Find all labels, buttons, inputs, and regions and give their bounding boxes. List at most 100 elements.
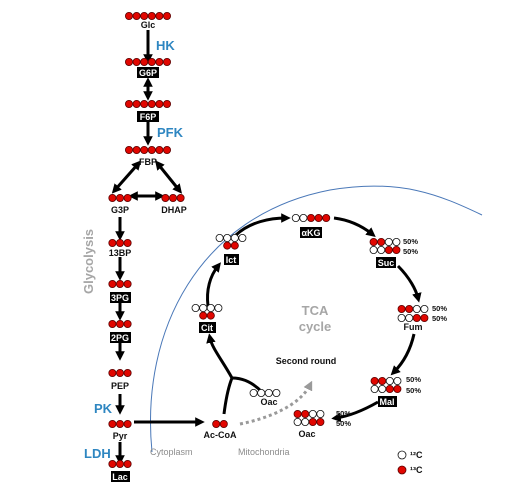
atom-fum_b-3	[420, 313, 429, 322]
atom-cit-11	[206, 311, 215, 320]
glycolysis-label: Glycolysis	[81, 229, 96, 294]
label-3pg: 3PG	[111, 293, 129, 303]
atom-lac-1	[116, 459, 125, 468]
atom-mal_a-1	[378, 376, 387, 385]
atom-glc-0	[125, 11, 134, 20]
atom-g6p-1	[132, 58, 141, 67]
atom-pg2-2	[123, 319, 132, 328]
atom-g3p-1	[116, 193, 125, 202]
atom-f6p-3	[147, 100, 156, 109]
legend-c12-swatch	[397, 450, 407, 460]
atom-mal_a-3	[393, 376, 402, 385]
label-fbp: FBP	[139, 157, 157, 167]
cytoplasm-label: Cytoplasm	[150, 447, 193, 457]
atom-f6p-0	[125, 100, 134, 109]
svg-text:50%: 50%	[406, 386, 421, 395]
atom-cit-10	[199, 311, 208, 320]
label-dhap: DHAP	[161, 205, 187, 215]
atom-g6p-5	[162, 58, 171, 67]
label-cit: Cit	[201, 323, 213, 333]
enzyme-hk: HK	[156, 38, 175, 53]
atom-pg2-0	[108, 319, 117, 328]
atom-g3p-0	[108, 193, 117, 202]
atom-glc-3	[147, 11, 156, 20]
enzyme-ldh: LDH	[84, 446, 111, 461]
tca-arrows	[206, 213, 422, 426]
label-oac-in: Oac	[260, 397, 277, 407]
atom-g6p-0	[125, 58, 134, 67]
atom-ict-0	[215, 233, 224, 242]
label-2pg: 2PG	[111, 333, 129, 343]
metabolite-labels: Glc G6P F6P FBP G3P DHAP 13BP 3PG 2PG PE…	[109, 20, 423, 482]
label-pep: PEP	[111, 381, 129, 391]
atom-cit-0	[191, 303, 200, 312]
atom-oac_in-1	[257, 388, 266, 397]
atom-oac_a-0	[293, 409, 302, 418]
atom-ict-11	[230, 241, 239, 250]
label-g3p: G3P	[111, 205, 129, 215]
label-accoa: Ac-CoA	[204, 430, 237, 440]
atom-oac_a-3	[316, 409, 325, 418]
atom-fbp-5	[162, 145, 171, 154]
atom-suc_a-1	[377, 237, 386, 246]
atom-mal_b-3	[393, 384, 402, 393]
atom-oac_b-3	[316, 417, 325, 426]
second-round-label: Second round	[276, 356, 337, 366]
atom-pg3-1	[116, 279, 125, 288]
legend-c12-label: ¹²C	[410, 450, 423, 460]
atom-f6p-2	[140, 100, 149, 109]
atom-fbp-4	[155, 145, 164, 154]
atom-fbp-1	[132, 145, 141, 154]
atom-akg-2	[306, 213, 315, 222]
atom-glc-4	[155, 11, 164, 20]
label-lac: Lac	[112, 472, 128, 482]
label-f6p: F6P	[140, 112, 157, 122]
atom-pyr-1	[116, 419, 125, 428]
atom-pep-1	[116, 368, 125, 377]
svg-text:50%: 50%	[432, 304, 447, 313]
atom-oac_in-0	[249, 388, 258, 397]
atom-suc_a-0	[369, 237, 378, 246]
svg-text:50%: 50%	[406, 375, 421, 384]
atom-bp13-1	[116, 238, 125, 247]
atom-oac_b-0	[293, 417, 302, 426]
atom-cit-1	[199, 303, 208, 312]
atom-glc-2	[140, 11, 149, 20]
mitochondrial-membrane	[150, 185, 483, 453]
atom-oac_a-1	[301, 409, 310, 418]
atom-akg-0	[291, 213, 300, 222]
atom-ict-2	[230, 233, 239, 242]
atom-fbp-3	[147, 145, 156, 154]
atom-cit-3	[214, 303, 223, 312]
atom-f6p-1	[132, 100, 141, 109]
label-fum: Fum	[404, 322, 423, 332]
atom-pep-2	[123, 368, 132, 377]
atom-g6p-2	[140, 58, 149, 67]
label-pyr: Pyr	[113, 431, 128, 441]
atom-lac-2	[123, 459, 132, 468]
atom-f6p-4	[155, 100, 164, 109]
atom-bp13-0	[108, 238, 117, 247]
atom-suc_b-1	[377, 245, 386, 254]
carbon-atom-groups	[108, 11, 429, 468]
tca-label-line1: TCA	[302, 303, 329, 318]
svg-text:50%: 50%	[403, 247, 418, 256]
label-glc: Glc	[141, 20, 156, 30]
atom-dhap-0	[161, 193, 170, 202]
atom-pep-0	[108, 368, 117, 377]
atom-fum_a-3	[420, 304, 429, 313]
svg-text:50%: 50%	[432, 314, 447, 323]
atom-dhap-1	[168, 193, 177, 202]
atom-mal_b-0	[370, 384, 379, 393]
svg-text:50%: 50%	[336, 409, 351, 418]
atom-suc_a-2	[384, 237, 393, 246]
atom-pyr-0	[108, 419, 117, 428]
atom-bp13-2	[123, 238, 132, 247]
atom-ict-10	[223, 241, 232, 250]
atom-suc_b-3	[392, 245, 401, 254]
enzyme-pk: PK	[94, 401, 113, 416]
atom-oac_b-2	[308, 417, 317, 426]
legend-c13-swatch	[397, 465, 407, 475]
atom-dhap-2	[176, 193, 185, 202]
atom-fum_b-1	[405, 313, 414, 322]
